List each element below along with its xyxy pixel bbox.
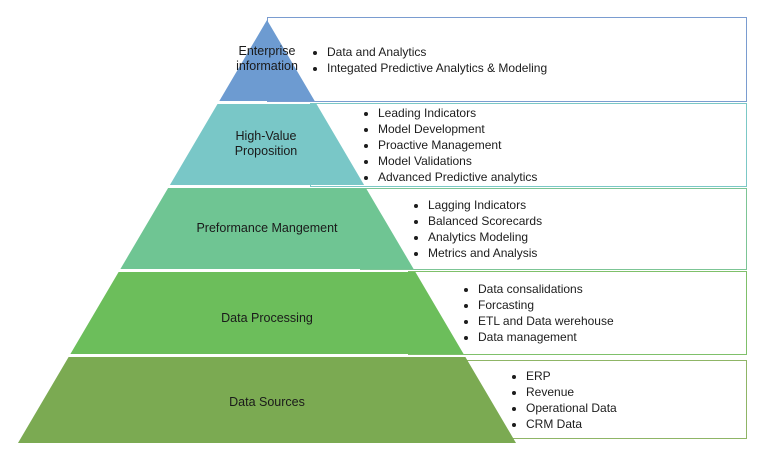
bullet-item: ERP [526,368,746,384]
level-4-callout: Data consalidations Forcasting ETL and D… [408,271,747,355]
bullet-item: Balanced Scorecards [428,213,746,229]
bullet-item: Data management [478,329,746,345]
bullet-item: Leading Indicators [378,105,746,121]
bullet-item: Proactive Management [378,137,746,153]
bullet-item: ETL and Data werehouse [478,313,746,329]
bullet-item: CRM Data [526,416,746,432]
bullet-item: Operational Data [526,400,746,416]
bullet-item: Advanced Predictive analytics [378,169,746,185]
level-4-bullet-list: Data consalidations Forcasting ETL and D… [463,281,746,345]
bullet-item: Analytics Modeling [428,229,746,245]
bullet-item: Data consalidations [478,281,746,297]
bullet-item: Forcasting [478,297,746,313]
level-1-bullet-list: Data and Analytics Integated Predictive … [312,44,746,76]
level-5-label: Data Sources [229,395,305,409]
level-2-label: High-Value Proposition [234,129,298,158]
bullet-item: Revenue [526,384,746,400]
bullet-item: Model Validations [378,153,746,169]
level-2-bullet-list: Leading Indicators Model Development Pro… [363,105,746,185]
level-5-callout: ERP Revenue Operational Data CRM Data [458,360,747,439]
level-3-callout: Lagging Indicators Balanced Scorecards A… [360,188,747,270]
level-3-label: Preformance Mangement [196,221,338,235]
bullet-item: Metrics and Analysis [428,245,746,261]
level-3-bullet-list: Lagging Indicators Balanced Scorecards A… [413,197,746,261]
bullet-item: Lagging Indicators [428,197,746,213]
level-5-bullet-list: ERP Revenue Operational Data CRM Data [511,368,746,432]
bullet-item: Model Development [378,121,746,137]
bullet-item: Integated Predictive Analytics & Modelin… [327,60,746,76]
level-1-label: Enterprise information [236,44,298,73]
level-2-callout: Leading Indicators Model Development Pro… [310,103,747,187]
bullet-item: Data and Analytics [327,44,746,60]
level-4-label: Data Processing [221,311,313,325]
level-1-callout: Data and Analytics Integated Predictive … [267,17,747,102]
